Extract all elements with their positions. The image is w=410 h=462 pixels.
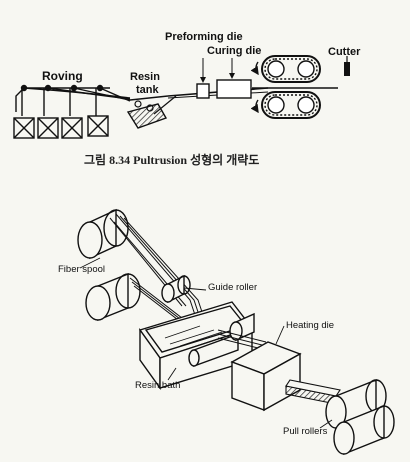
label-pull-rollers: Pull rollers	[283, 426, 328, 437]
preforming-die	[196, 83, 210, 99]
label-curing-die: Curing die	[207, 45, 261, 57]
guide-roller	[161, 274, 191, 304]
pull-unit	[250, 55, 338, 119]
cutter	[344, 56, 350, 76]
label-heating-die: Heating die	[286, 320, 334, 331]
label-resin-tank: Resin tank	[130, 71, 163, 96]
label-resin-bath: Resin bath	[135, 380, 180, 391]
label-preforming-die: Preforming die	[165, 31, 243, 43]
figure-caption: 그림 8.34 Pultrusion 성형의 개략도	[84, 152, 259, 167]
heating-die	[230, 341, 302, 412]
top-schematic: Preforming die Curing die Cutter Roving …	[13, 31, 361, 167]
roving-packages	[13, 115, 109, 139]
fiber-spool-lower	[85, 272, 141, 322]
pull-roller-lower	[333, 404, 395, 456]
roving-package	[61, 117, 83, 139]
label-guide-roller: Guide roller	[208, 282, 257, 293]
resin-tank	[126, 95, 177, 129]
label-roving: Roving	[42, 69, 83, 83]
roving-creel	[15, 84, 131, 116]
roving-package	[87, 115, 109, 137]
curing-die	[216, 79, 252, 99]
label-cutter: Cutter	[328, 46, 361, 58]
roving-package	[13, 117, 35, 139]
label-fiber-spool: Fiber spool	[58, 264, 105, 275]
leader-lines	[79, 257, 333, 429]
roving-package	[37, 117, 59, 139]
bottom-illustration: Fiber spool Guide roller Heating die Res…	[58, 208, 395, 456]
